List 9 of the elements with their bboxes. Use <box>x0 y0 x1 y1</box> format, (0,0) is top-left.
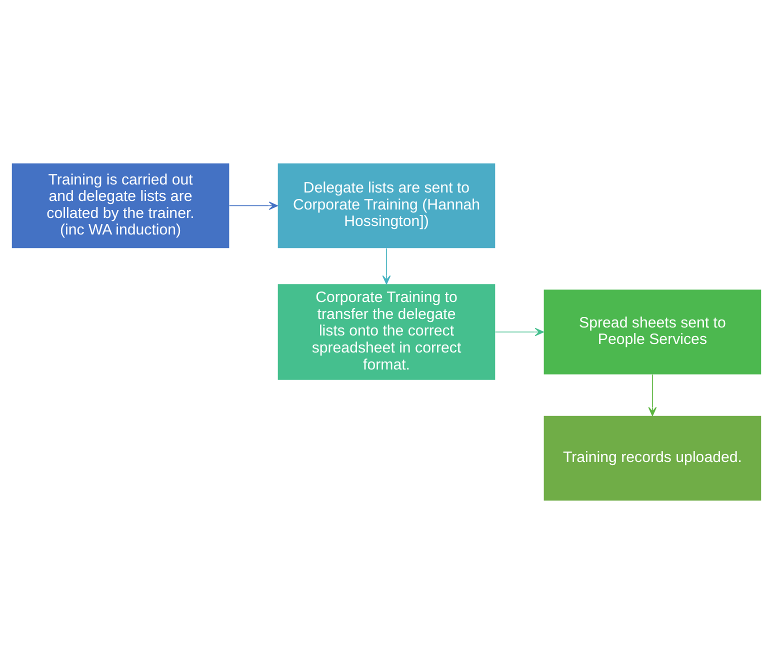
arrow <box>382 248 391 284</box>
node-box: Training is carried out and delegate lists are collated by the trainer. (inc WA induction) <box>12 163 230 248</box>
arrow <box>228 202 278 210</box>
arrow <box>494 328 544 336</box>
node-box: Training records uploaded. <box>544 416 762 501</box>
node-box: Delegate lists are sent to Corporate Training (Hannah Hossington]) <box>278 163 496 248</box>
node-box: Spread sheets sent to People Services <box>544 290 762 374</box>
node-box: Corporate Training to transfer the delegate lists onto the correct spreadsheet in correct format. <box>278 284 496 380</box>
arrow <box>648 374 657 416</box>
